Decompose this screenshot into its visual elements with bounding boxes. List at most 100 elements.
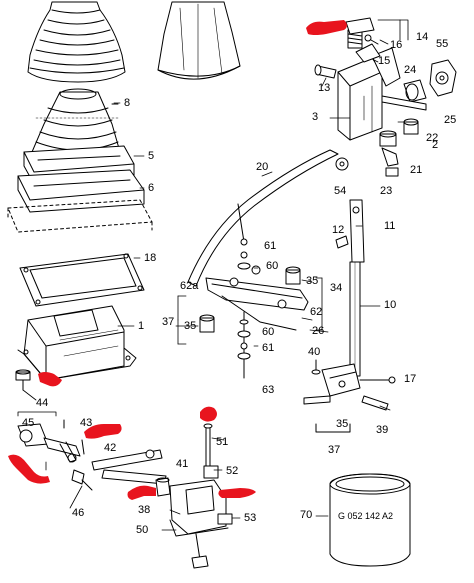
callout-60-upper: 60 <box>266 260 279 272</box>
shift-rod-20 <box>187 149 339 287</box>
callout-60-lower: 60 <box>262 326 275 338</box>
callout-16: 16 <box>390 39 403 51</box>
callout-26: 26 <box>312 325 325 337</box>
callout-50: 50 <box>136 524 149 536</box>
group-bracket-14 <box>399 19 409 41</box>
bolt-44 <box>15 369 31 391</box>
callout-40: 40 <box>308 346 321 358</box>
callout-62a: 62a <box>180 280 199 292</box>
callout-20: 20 <box>256 161 269 173</box>
clip-61-upper <box>240 251 248 259</box>
shift-cable-41 <box>91 449 167 485</box>
callout-12: 12 <box>332 224 345 236</box>
callout-21: 21 <box>410 164 423 176</box>
relay-lever-62a <box>205 265 309 331</box>
red-markers <box>8 20 347 500</box>
red-marker-bolt-44 <box>38 372 62 387</box>
callout-55: 55 <box>436 38 449 50</box>
upper-shift-boot <box>27 1 126 83</box>
callout-62-right: 62 <box>310 306 323 318</box>
callout-34: 34 <box>330 282 343 294</box>
callout-2: 2 <box>432 139 439 151</box>
bolt-46 <box>71 469 93 491</box>
red-marker-42 <box>84 424 122 439</box>
callout-54: 54 <box>334 185 347 197</box>
seal-gasket-18 <box>19 253 145 307</box>
callout-43: 43 <box>80 417 93 429</box>
trim-plate-6 <box>17 169 145 213</box>
linkage-bracket-45 <box>17 419 85 463</box>
nut-23 <box>385 167 399 177</box>
callout-22: 22 <box>426 132 439 144</box>
rod-10 <box>349 261 361 377</box>
callout-35-left: 35 <box>184 320 197 332</box>
bracket-17 <box>321 363 396 397</box>
callout-61-lower: 61 <box>262 342 275 354</box>
washer-54 <box>335 157 349 171</box>
callout-35-bottom: 35 <box>336 418 349 430</box>
callout-14: 14 <box>416 31 429 43</box>
red-marker-top <box>306 20 347 35</box>
bushing-35-lower <box>199 314 215 333</box>
group-bracket-45 <box>17 411 57 417</box>
callout-18: 18 <box>144 252 157 264</box>
callout-10: 10 <box>384 299 397 311</box>
red-marker-38 <box>127 485 156 500</box>
rod-39 <box>303 395 389 411</box>
bracket-50 <box>169 479 229 569</box>
nut-53 <box>217 513 233 525</box>
shaft-25 <box>381 95 427 111</box>
callout-15: 15 <box>378 55 391 67</box>
spacer-38 <box>155 477 171 497</box>
washer-60-upper <box>237 262 251 270</box>
callout-51: 51 <box>216 436 229 448</box>
boot-frame-5 <box>23 145 135 185</box>
callout-52: 52 <box>226 465 239 477</box>
group-bracket-34 <box>315 277 323 331</box>
callout-45: 45 <box>22 417 35 429</box>
spring-14 <box>345 17 379 49</box>
cup-24 <box>403 79 427 103</box>
bushing-22 <box>403 118 419 135</box>
bolt-40 <box>311 359 321 375</box>
group-bracket-62a <box>177 295 187 345</box>
pin-63 <box>237 311 251 379</box>
callout-44: 44 <box>36 397 49 409</box>
callout-39: 39 <box>376 424 389 436</box>
callout-70: 70 <box>300 509 313 521</box>
knob-55 <box>429 59 457 97</box>
bracket-3 <box>337 57 383 141</box>
callout-17: 17 <box>404 373 417 385</box>
callout-13: 13 <box>318 82 331 94</box>
pin-13 <box>314 64 337 79</box>
pin-12 <box>335 235 349 249</box>
gear-lever-top <box>157 1 241 80</box>
callout-6: 6 <box>148 182 155 194</box>
rod-11 <box>349 199 365 263</box>
callout-24: 24 <box>404 64 417 76</box>
dashed-outline <box>7 199 153 233</box>
red-marker-52 <box>218 488 256 498</box>
lever-15 <box>355 43 401 87</box>
bushing-35-upper <box>285 266 301 285</box>
callout-61-upper: 61 <box>264 240 277 252</box>
callout-35-upper: 35 <box>306 275 319 287</box>
exhaust-sleeve-70 <box>329 473 411 567</box>
callout-46: 46 <box>72 507 85 519</box>
bracket-37-bottom <box>315 423 351 433</box>
callout-38: 38 <box>138 504 151 516</box>
callout-25: 25 <box>444 114 457 126</box>
callout-1: 1 <box>138 320 145 332</box>
red-marker-51 <box>200 406 217 422</box>
callout-23: 23 <box>380 185 393 197</box>
red-marker-45 <box>8 454 50 484</box>
rod-51 <box>203 423 213 471</box>
callout-3: 3 <box>312 111 319 123</box>
part-number-stamp: G 052 142 A2 <box>338 511 394 521</box>
bushing-2 <box>379 130 397 147</box>
housing-1 <box>17 305 137 381</box>
callout-37-bottom: 37 <box>328 444 341 456</box>
bushing-52 <box>203 465 219 479</box>
callout-53: 53 <box>244 512 257 524</box>
